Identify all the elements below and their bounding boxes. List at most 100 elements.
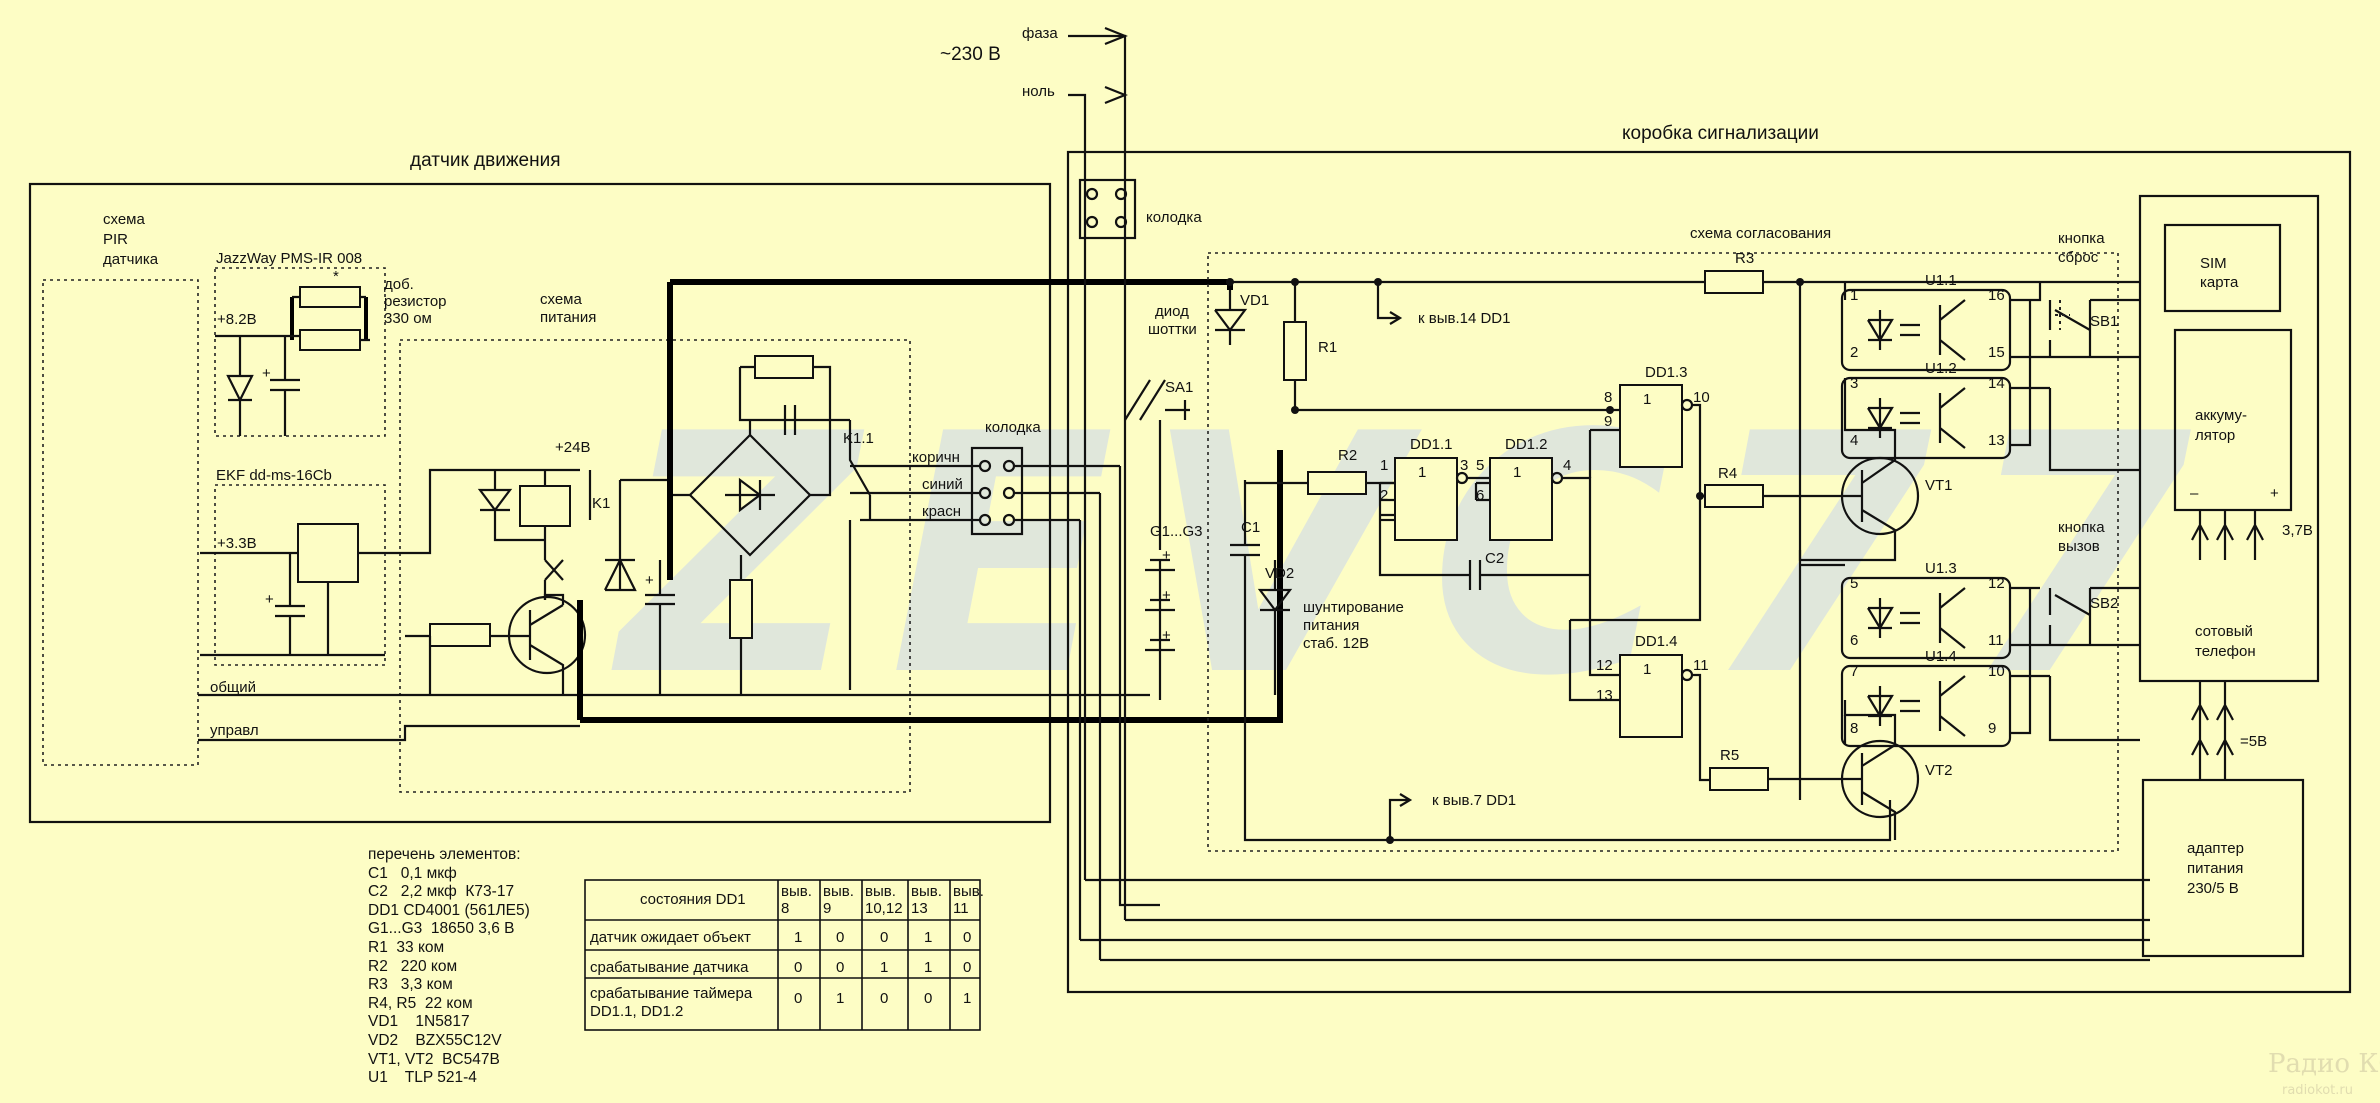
adapter-label-2: питания bbox=[2187, 860, 2243, 877]
dd-pin8: 8 bbox=[1604, 389, 1612, 406]
diode-bridge bbox=[688, 433, 812, 557]
parts-list-item: VD1 1N5817 bbox=[368, 1013, 470, 1031]
vd2-label: VD2 bbox=[1265, 565, 1294, 582]
states-cell: 0 bbox=[794, 990, 802, 1007]
watermark-site: radiokot.ru bbox=[2282, 1083, 2353, 1098]
dd14-gate: 1 bbox=[1643, 661, 1651, 678]
r4 bbox=[1704, 484, 1764, 508]
pir-scheme-label-3: датчика bbox=[103, 251, 159, 268]
dd-pin4: 4 bbox=[1563, 457, 1571, 474]
reset-button-label-1: кнопка bbox=[2058, 230, 2105, 247]
states-cell: 0 bbox=[880, 929, 888, 946]
states-table-header: 9 bbox=[823, 900, 831, 917]
v24-label: +24В bbox=[555, 439, 590, 456]
parts-list-item: C1 0,1 мкф bbox=[368, 864, 457, 882]
r5-label: R5 bbox=[1720, 747, 1739, 764]
terminal-block-label-1: колодка bbox=[985, 419, 1041, 436]
svg-text:+: + bbox=[1162, 547, 1171, 564]
call-button-label-1: кнопка bbox=[2058, 519, 2105, 536]
states-table-header: 13 bbox=[911, 900, 928, 917]
vt2-label: VT2 bbox=[1925, 762, 1953, 779]
r4-label: R4 bbox=[1718, 465, 1737, 482]
battery-voltage: 3,7В bbox=[2282, 522, 2313, 539]
u12-label: U1.2 bbox=[1925, 360, 1957, 377]
optocoupler-u14 bbox=[1840, 664, 2012, 748]
v33-label: +3.3В bbox=[217, 535, 257, 552]
states-cell: 1 bbox=[924, 929, 932, 946]
states-table-header: выв. bbox=[865, 883, 896, 900]
dd12-label: DD1.2 bbox=[1505, 436, 1548, 453]
motion-sensor-title: датчик движения bbox=[410, 150, 561, 171]
adapter-voltage: =5В bbox=[2240, 733, 2267, 750]
v82-label: +8.2В bbox=[217, 311, 257, 328]
parts-list-item: U1 TLP 521-4 bbox=[368, 1069, 477, 1087]
states-table-header: 11 bbox=[953, 900, 969, 917]
u-pin10: 10 bbox=[1988, 663, 2005, 680]
neutral-label: ноль bbox=[1022, 83, 1055, 100]
dd12-gate: 1 bbox=[1513, 464, 1521, 481]
svg-text:+: + bbox=[265, 591, 274, 608]
u-pin5: 5 bbox=[1850, 575, 1858, 592]
dd-pin3: 3 bbox=[1460, 457, 1468, 474]
states-cell: 1 bbox=[924, 959, 932, 976]
svg-text:+: + bbox=[645, 572, 654, 589]
u-pin11: 11 bbox=[1988, 632, 2004, 649]
u-pin13: 13 bbox=[1988, 432, 2005, 449]
sb2-label: SB2 bbox=[2090, 595, 2118, 612]
jazzway-frame bbox=[214, 267, 386, 437]
u11-label: U1.1 bbox=[1925, 272, 1957, 289]
phone-label-1: сотовый bbox=[2195, 623, 2253, 640]
vt1-label: VT1 bbox=[1925, 477, 1953, 494]
dd-pin13: 13 bbox=[1596, 687, 1613, 704]
battery-label-2: лятор bbox=[2195, 427, 2235, 444]
states-row-label: DD1.1, DD1.2 bbox=[590, 1003, 683, 1020]
svg-text:+: + bbox=[262, 365, 271, 382]
phone-label-2: телефон bbox=[2195, 643, 2256, 660]
dd12 bbox=[1489, 457, 1553, 541]
matching-scheme-title: схема согласования bbox=[1690, 225, 1831, 242]
alarm-box-frame bbox=[1066, 150, 2352, 994]
u-pin8: 8 bbox=[1850, 720, 1858, 737]
watermark-sign: Радио КОТ bbox=[2268, 1049, 2380, 1079]
power-scheme-frame bbox=[399, 339, 911, 793]
states-row-label: датчик ожидает объект bbox=[590, 929, 751, 946]
parts-list-item: R4, R5 22 ком bbox=[368, 994, 473, 1012]
states-table-title: состояния DD1 bbox=[640, 891, 746, 908]
svg-text:+: + bbox=[1162, 587, 1171, 604]
sim-label-1: SIM bbox=[2200, 255, 2227, 272]
dd13 bbox=[1619, 384, 1683, 468]
u-pin14: 14 bbox=[1988, 375, 2005, 392]
ekf-frame bbox=[214, 484, 386, 666]
resistor-mark: * bbox=[333, 268, 339, 285]
bridge-resistor bbox=[729, 579, 753, 639]
parts-list-item: VD2 BZX55C12V bbox=[368, 1031, 502, 1049]
r2 bbox=[1307, 471, 1367, 495]
shunt-2: питания bbox=[1303, 617, 1359, 634]
optocoupler-u13 bbox=[1840, 576, 2012, 660]
transistor-vt2 bbox=[1840, 739, 1920, 819]
schottky-label-2: шоттки bbox=[1148, 321, 1197, 338]
ekf-regulator bbox=[297, 523, 359, 583]
power-scheme-label-2: питания bbox=[540, 309, 596, 326]
dd13-label: DD1.3 bbox=[1645, 364, 1688, 381]
batteries-label: G1...G3 bbox=[1150, 523, 1203, 540]
dd11-gate: 1 bbox=[1418, 464, 1426, 481]
parts-list-item: R3 3,3 ком bbox=[368, 976, 453, 994]
call-button-label-2: вызов bbox=[2058, 538, 2100, 555]
states-cell: 1 bbox=[880, 959, 888, 976]
states-row-label: срабатывание датчика bbox=[590, 959, 749, 976]
dd-pin5: 5 bbox=[1476, 457, 1484, 474]
battery-minus: – bbox=[2190, 485, 2199, 502]
motion-sensor-frame bbox=[28, 182, 1052, 824]
mains-label: ~230 В bbox=[940, 44, 1001, 65]
power-adapter bbox=[2141, 778, 2305, 958]
dd14 bbox=[1619, 654, 1683, 738]
wire-brown: коричн bbox=[912, 449, 960, 466]
states-cell: 1 bbox=[794, 929, 802, 946]
relay-k1-label: K1 bbox=[592, 495, 610, 512]
terminal-block-mains bbox=[1078, 178, 1137, 240]
pir-scheme-label-2: PIR bbox=[103, 231, 128, 248]
